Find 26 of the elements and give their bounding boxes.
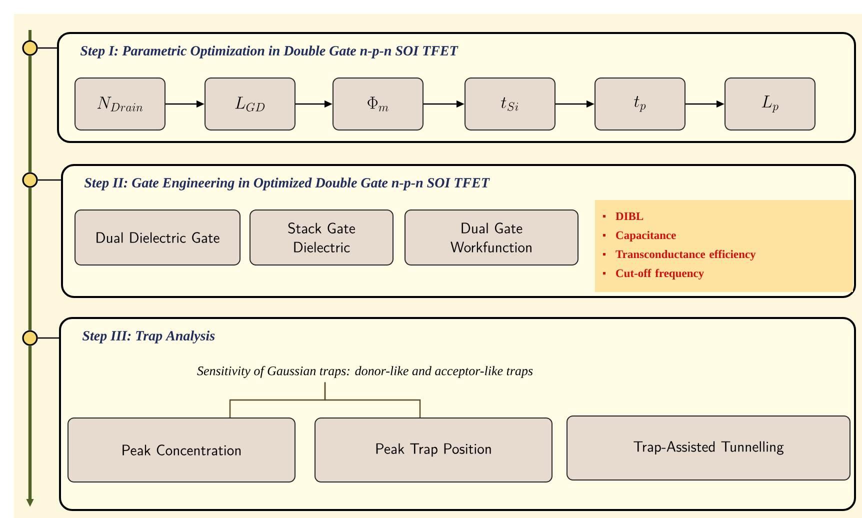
connector-line xyxy=(38,47,57,49)
parameter-box: $t_{Si}$ xyxy=(464,78,556,130)
parameter-box: $t_{p}$ xyxy=(594,78,686,130)
step-title: Step II: Gate Engineering in Optimized Double Gate n-p-n SOI TFET xyxy=(84,178,490,190)
bracket-line xyxy=(324,382,421,418)
step-title: Step I: Parametric Optimization in Double Gate n-p-n SOI TFET xyxy=(80,46,458,58)
timeline-marker xyxy=(22,330,38,346)
parameter-box: $N_{Drain}$ xyxy=(74,78,166,130)
method-box: Stack Gate Dielectric xyxy=(250,210,394,266)
parameter-box: $L_{GD}$ xyxy=(204,78,296,130)
connector-line xyxy=(38,179,61,181)
connector-line xyxy=(38,337,59,339)
timeline-line xyxy=(28,56,32,172)
parameter-box: $L_{p}$ xyxy=(724,78,816,130)
step-title: Step III: Trap Analysis xyxy=(82,330,215,344)
timeline-marker xyxy=(22,40,38,56)
method-box: Dual Gate Workfunction xyxy=(404,210,578,266)
method-box: Trap-Assisted Tunnelling xyxy=(566,416,850,480)
timeline-line xyxy=(28,188,32,330)
timeline-marker xyxy=(22,172,38,188)
method-box: Peak Trap Position xyxy=(314,418,552,482)
method-box: Dual Dielectric Gate xyxy=(74,210,240,266)
metrics-list: DIBL Capacitance Transconductance efficiency Cut-off frequency xyxy=(595,200,853,292)
method-box: Peak Concentration xyxy=(68,418,296,482)
subtitle: Sensitivity of Gaussian traps: donor-like and acceptor-like traps xyxy=(197,366,533,378)
parameter-box: $\Phi_{m}$ xyxy=(332,78,424,130)
